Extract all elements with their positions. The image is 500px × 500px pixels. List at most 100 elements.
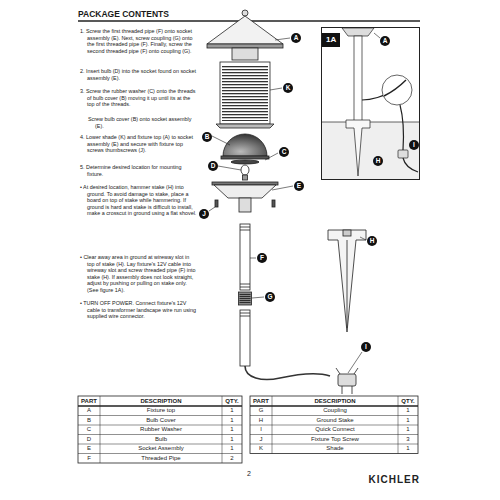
parts-table-grid	[78, 396, 418, 463]
table-cell: A	[78, 406, 100, 416]
rubber-washer	[231, 160, 259, 164]
leader-line	[212, 136, 230, 145]
table-cell: I	[250, 425, 272, 435]
table-cell: J	[250, 435, 272, 445]
leader-line	[265, 153, 278, 160]
callout-letter: K	[283, 83, 293, 93]
table-cell: Bulb Cover	[100, 416, 222, 426]
quick-connect	[338, 374, 356, 386]
leader-line	[218, 166, 241, 170]
instruction-text: Screw bulb cover (B) onto socket assembl…	[88, 116, 198, 129]
table-cell: Bulb	[100, 435, 222, 445]
table-cell: Threaded Pipe	[100, 454, 222, 464]
table-cell: 1	[398, 406, 418, 416]
coupling	[239, 292, 252, 305]
callout-letter: A	[380, 36, 390, 46]
table-cell: F	[78, 454, 100, 464]
callout-letter: H	[367, 236, 377, 246]
table-header: DESCRIPTION	[100, 396, 222, 406]
detail-circle	[382, 75, 412, 105]
threaded-pipe	[240, 310, 250, 366]
threaded-pipe	[240, 224, 250, 290]
bulb-base	[243, 175, 248, 180]
stake-fin	[347, 240, 348, 328]
stake-slot	[343, 230, 351, 236]
shade-skirt	[216, 124, 274, 128]
quick-connect	[398, 150, 408, 158]
table-lines	[78, 396, 242, 463]
table-cell: Coupling	[272, 406, 398, 416]
cable-detail	[384, 80, 406, 96]
table-cell: Socket Assembly	[100, 444, 222, 454]
bulb	[241, 165, 249, 175]
table-border	[250, 396, 418, 454]
ground	[322, 122, 419, 179]
table-cell: 1	[222, 425, 242, 435]
instruction-text: 3. Screw the rubber washer (C) onto the …	[80, 88, 198, 108]
fixture-exploded	[207, 10, 366, 394]
instruction-text: 1. Screw the first threaded pipe (F) ont…	[80, 28, 198, 54]
threaded-pipe	[354, 36, 362, 122]
fixture-top-roof	[207, 16, 283, 44]
callout-letter: B	[202, 132, 212, 142]
table-header: QTY.	[398, 396, 418, 406]
table-cell: G	[250, 406, 272, 416]
table-header: QTY.	[222, 396, 242, 406]
table-rule	[250, 405, 418, 407]
page-title: PACKAGE CONTENTS	[78, 9, 169, 19]
pipe-threads	[240, 227, 250, 287]
inset-figure	[322, 28, 419, 179]
leader-line	[250, 258, 256, 259]
table-cell: 3	[398, 435, 418, 445]
table-cell: 1	[222, 406, 242, 416]
table-cell: C	[78, 425, 100, 435]
table-cell: Fixture top	[100, 406, 222, 416]
table-cell: 1	[398, 416, 418, 426]
callout-letter: E	[294, 181, 304, 191]
leader-line	[270, 88, 282, 90]
fixture-top-band	[207, 44, 283, 48]
leader-line	[272, 186, 293, 190]
cable	[245, 366, 330, 380]
table-cell: E	[78, 444, 100, 454]
callout-letter: D	[208, 161, 218, 171]
callout-letter: H	[373, 156, 383, 166]
table-header: PART	[250, 396, 272, 406]
table-cell: Shade	[272, 444, 398, 454]
instruction-text: • TURN OFF POWER. Connect fixture's 12V …	[80, 300, 198, 320]
leader-lines	[209, 33, 410, 373]
fixture-top-neck	[232, 48, 258, 60]
figure-number: 1A	[322, 33, 340, 47]
instruction-text: 5. Determine desired location for mounti…	[80, 164, 198, 177]
socket-rim	[212, 182, 278, 185]
callout-letter: I	[361, 342, 371, 352]
page-number: 2	[247, 470, 251, 478]
ground-stake	[328, 230, 366, 332]
fixture-top-screw	[272, 200, 275, 207]
fixture-base	[342, 28, 374, 36]
shade-louvers	[222, 65, 268, 121]
callout-letter: A	[291, 33, 301, 43]
leader-line	[374, 33, 380, 38]
callout-letter: J	[199, 209, 209, 219]
table-cell: 2	[222, 454, 242, 464]
callout-letter: I	[409, 140, 419, 150]
wire-run	[403, 158, 418, 172]
leader-line	[209, 207, 215, 211]
callout-letter: C	[279, 147, 289, 157]
table-rule	[78, 405, 242, 407]
table-cell: 1	[398, 444, 418, 454]
instruction-text: 2. Insert bulb (D) into the socket found…	[80, 68, 198, 81]
fixture-top-screw	[215, 200, 218, 207]
table-cell: B	[78, 416, 100, 426]
table-cell: Rubber Washer	[100, 425, 222, 435]
shade-body	[220, 62, 270, 124]
quick-connect-wires	[336, 368, 358, 394]
brand-logo: KICHLER	[369, 474, 420, 486]
table-cell: 1	[222, 435, 242, 445]
table-cell: K	[250, 444, 272, 454]
table-cell: Fixture Top Screw	[272, 435, 398, 445]
table-header: DESCRIPTION	[272, 396, 398, 406]
